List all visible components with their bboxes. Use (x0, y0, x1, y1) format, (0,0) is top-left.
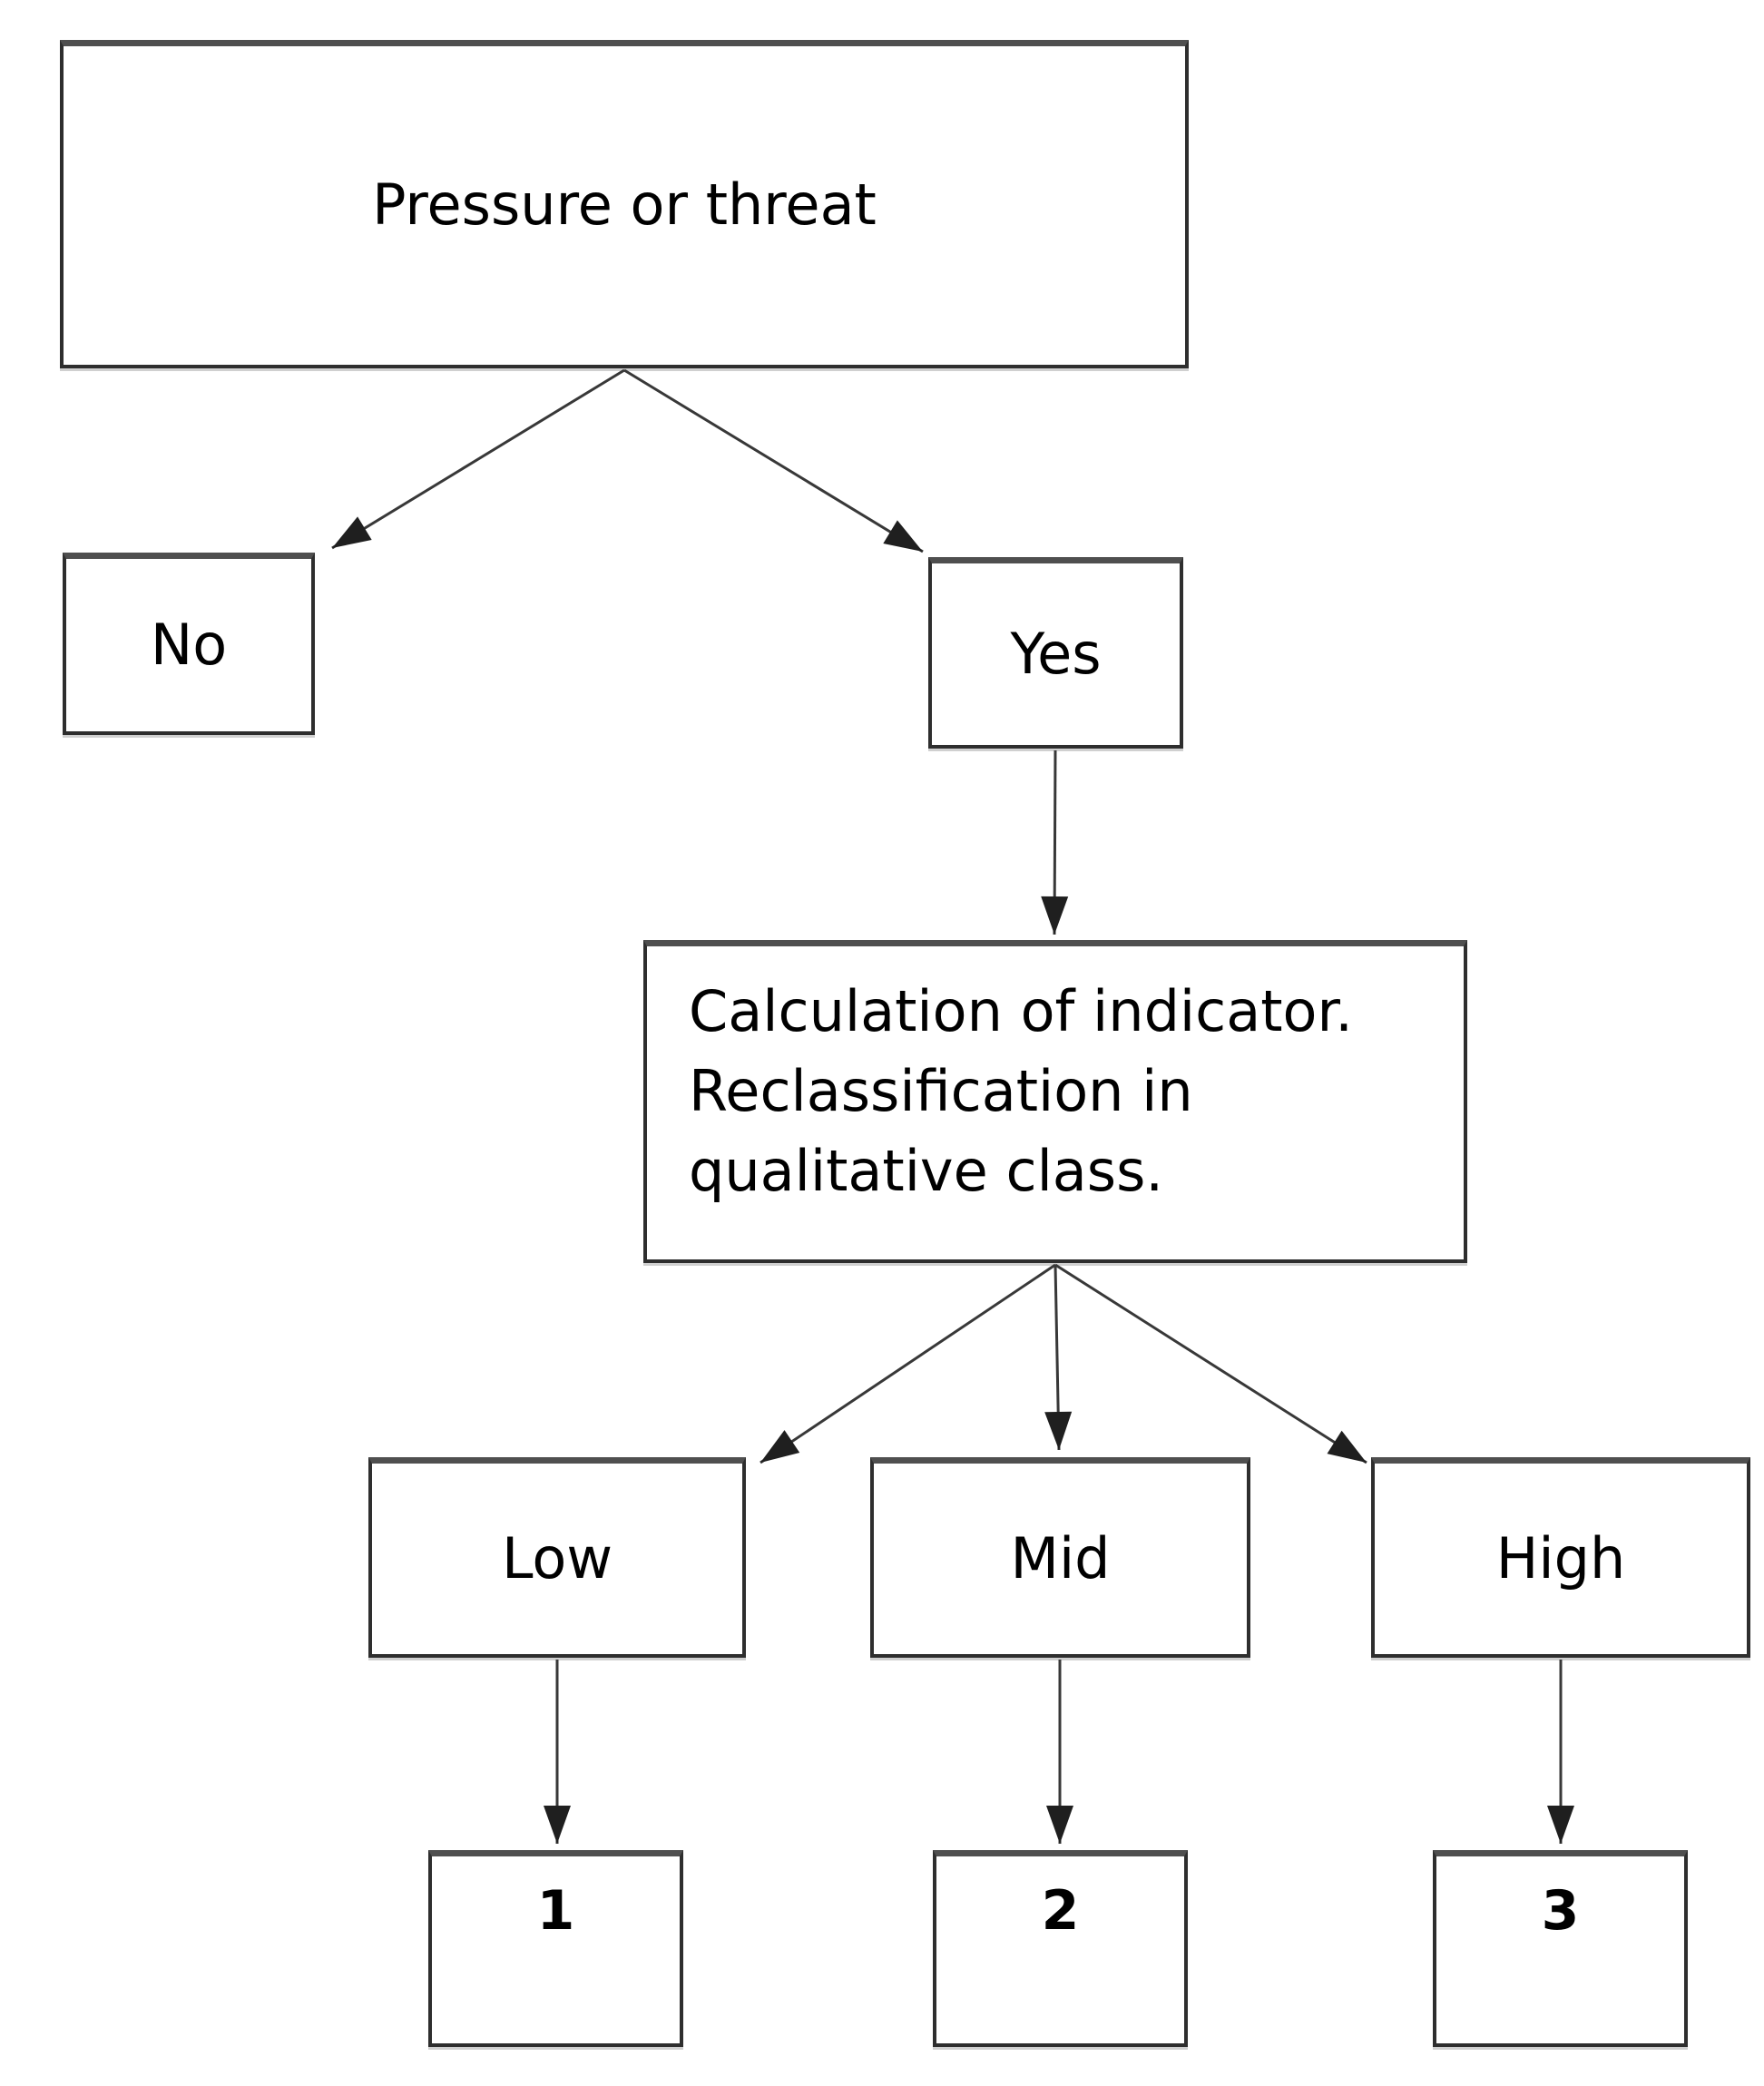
node-result-1: 1 (428, 1850, 683, 2047)
arrow-calc-to-high (1054, 1263, 1367, 1464)
node-mid: Mid (870, 1457, 1250, 1658)
arrow-calc-to-low (760, 1263, 1056, 1464)
node-high: High (1371, 1457, 1750, 1658)
arrow-calc-to-mid (1044, 1264, 1073, 1451)
node-no: No (63, 553, 315, 735)
node-yes-label: Yes (1010, 620, 1102, 687)
node-low-label: Low (501, 1524, 613, 1591)
node-pressure-or-threat: Pressure or threat (60, 40, 1189, 368)
node-result-2-label: 2 (1041, 1879, 1080, 1943)
node-result-3-label: 3 (1541, 1879, 1580, 1943)
node-result-3: 3 (1433, 1850, 1688, 2047)
node-calculation-label: Calculation of indicator. Reclassificati… (689, 978, 1353, 1205)
node-calculation: Calculation of indicator. Reclassificati… (643, 940, 1467, 1263)
arrow-pressure-to-no (331, 368, 625, 550)
node-result-2: 2 (933, 1850, 1188, 2047)
node-no-label: No (150, 611, 228, 678)
node-pressure-or-threat-label: Pressure or threat (372, 171, 877, 239)
node-low: Low (368, 1457, 746, 1658)
node-mid-label: Mid (1010, 1524, 1111, 1591)
node-result-1-label: 1 (536, 1879, 575, 1943)
node-yes: Yes (928, 557, 1183, 749)
arrow-pressure-to-yes (623, 368, 924, 553)
arrow-yes-to-calc (1041, 749, 1069, 935)
node-high-label: High (1495, 1524, 1626, 1591)
